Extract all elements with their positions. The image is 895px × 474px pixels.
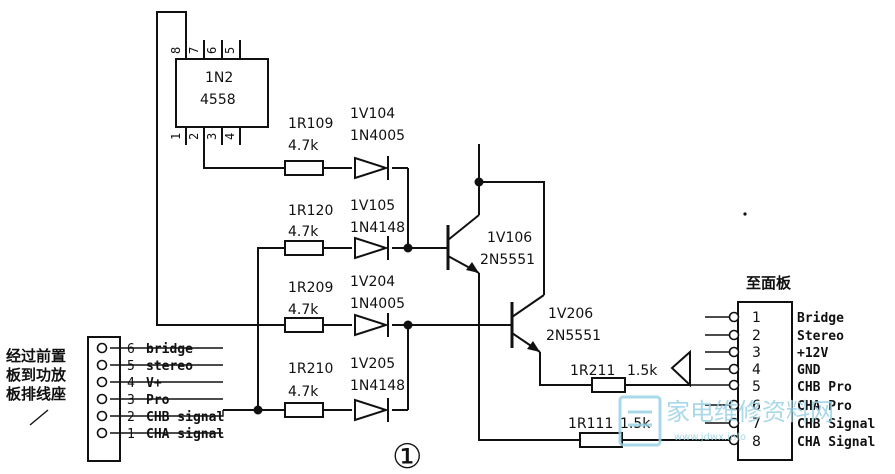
- left-pin-4-num: 4: [127, 376, 135, 391]
- ic-label-2: 4558: [200, 92, 236, 108]
- resistor-1R111: [579, 432, 623, 448]
- ic-pin-3: 3: [205, 133, 219, 140]
- figure-number: ①: [392, 437, 422, 474]
- right-pin-3-num: 3: [752, 345, 761, 361]
- resistor-1R209: [284, 317, 324, 333]
- right-pin-1-label: Bridge: [797, 311, 844, 326]
- component-labels: 1R109 4.7k 1V104 1N4005 1R120 4.7k 1V105…: [288, 106, 658, 432]
- diode-1V104: [354, 156, 390, 180]
- left-pin-6-label: bridge: [146, 342, 193, 357]
- part-1V106: 2N5551: [480, 252, 535, 268]
- watermark-text: 家电维修资料网: [666, 398, 834, 426]
- right-pin-6-label: CHA Pro: [797, 399, 852, 414]
- right-pin-7-label: CHB Signal: [797, 417, 875, 432]
- left-pin-1-num: 1: [127, 427, 135, 442]
- label-1R111: 1R111: [568, 416, 613, 432]
- right-pin-4-label: GND: [797, 363, 821, 378]
- ic-pin-5: 5: [223, 47, 237, 54]
- ic-pin-2: 2: [187, 133, 201, 140]
- label-1R210: 1R210: [288, 361, 333, 377]
- value-1R109: 4.7k: [288, 138, 319, 154]
- wires: [29, 11, 730, 441]
- label-1V204: 1V204: [350, 274, 395, 290]
- right-pin-5-label: CHB Pro: [797, 380, 852, 395]
- label-1R109: 1R109: [288, 116, 333, 132]
- left-caption-line-3: 板排线座: [6, 385, 66, 403]
- ic-pin-6: 6: [205, 47, 219, 54]
- value-1R210: 4.7k: [288, 384, 319, 400]
- ic-pin-4: 4: [223, 133, 237, 140]
- junctions: [253, 177, 484, 415]
- watermark-logo-icon: [618, 395, 662, 447]
- right-pin-8-num: 8: [752, 434, 761, 450]
- part-1V205: 1N4148: [350, 378, 405, 394]
- diode-1V205: [354, 398, 390, 422]
- resistors: [284, 160, 626, 448]
- value-1R211: 1.5k: [627, 363, 658, 379]
- right-pin-8-label: CHA Signal: [797, 435, 875, 450]
- right-pin-6-num: 6: [752, 398, 761, 414]
- label-1V206: 1V206: [548, 306, 593, 322]
- left-pin-1-label: CHA signal: [146, 427, 224, 442]
- left-pin-3-label: Pro: [146, 393, 170, 408]
- left-pin-6-num: 6: [127, 342, 135, 357]
- resistor-1R109: [284, 160, 324, 176]
- watermark: 家电维修资料网 www.jdwx.info: [618, 395, 834, 447]
- left-pin-5-num: 5: [127, 359, 135, 374]
- ic-pin-1: 1: [169, 133, 183, 140]
- label-1V105: 1V105: [350, 198, 395, 214]
- right-pin-5-num: 5: [752, 379, 761, 395]
- stray-dot: [743, 212, 747, 216]
- left-connector-body: [87, 336, 121, 462]
- left-pin-2-label: CHB signal: [146, 410, 224, 425]
- diode-1V105: [354, 236, 390, 260]
- watermark-url: www.jdwx.info: [674, 432, 746, 443]
- resistor-1R211: [591, 377, 626, 393]
- left-caption-line-1: 经过前置: [6, 347, 66, 365]
- part-1V204: 1N4005: [350, 296, 405, 312]
- diode-1V204: [354, 313, 390, 337]
- part-1V104: 1N4005: [350, 128, 405, 144]
- right-pin-2-label: Stereo: [797, 329, 844, 344]
- ic-pin-8: 8: [169, 47, 183, 54]
- left-connector: 6 bridge 5 stereo 4 V+ 3 Pro 2 CHB signa…: [6, 336, 224, 462]
- right-pin-3-label: +12V: [797, 346, 828, 361]
- part-1V105: 1N4148: [350, 220, 405, 236]
- diodes: [354, 156, 390, 422]
- label-1R211: 1R211: [570, 363, 615, 379]
- right-connector-body: [737, 301, 793, 461]
- right-pin-7-num: 7: [752, 416, 761, 432]
- right-pin-1-num: 1: [752, 310, 761, 326]
- value-1R209: 4.7k: [288, 302, 319, 318]
- label-1R209: 1R209: [288, 280, 333, 296]
- ground-icon: [670, 349, 691, 388]
- transistor-1V206: [508, 294, 545, 353]
- left-pin-4-label: V+: [146, 376, 162, 391]
- left-caption-line-2: 板到功放: [6, 366, 67, 384]
- right-pin-2-num: 2: [752, 328, 761, 344]
- left-pin-3-num: 3: [127, 393, 135, 408]
- left-pin-2-num: 2: [127, 410, 135, 425]
- label-1V104: 1V104: [350, 106, 395, 122]
- label-1V205: 1V205: [350, 356, 395, 372]
- ic-label-1: 1N2: [205, 70, 233, 86]
- resistor-1R120: [284, 240, 324, 256]
- resistor-1R210: [284, 402, 324, 418]
- part-1V206: 2N5551: [546, 328, 601, 344]
- label-1R120: 1R120: [288, 203, 333, 219]
- right-caption: 至面板: [746, 274, 792, 292]
- transistor-1V106: [443, 214, 480, 274]
- value-1R120: 4.7k: [288, 224, 319, 240]
- left-pin-5-label: stereo: [146, 359, 193, 374]
- right-connector: 至面板 1 2 3 4 5 6 7 8 Bridge Stereo +12V G…: [690, 274, 875, 461]
- label-1V106: 1V106: [487, 230, 532, 246]
- right-pin-4-num: 4: [752, 362, 761, 378]
- ic-4558: 8 7 6 5 1 2 3 4 1N2 4558: [169, 40, 269, 145]
- ic-pin-7: 7: [187, 47, 201, 54]
